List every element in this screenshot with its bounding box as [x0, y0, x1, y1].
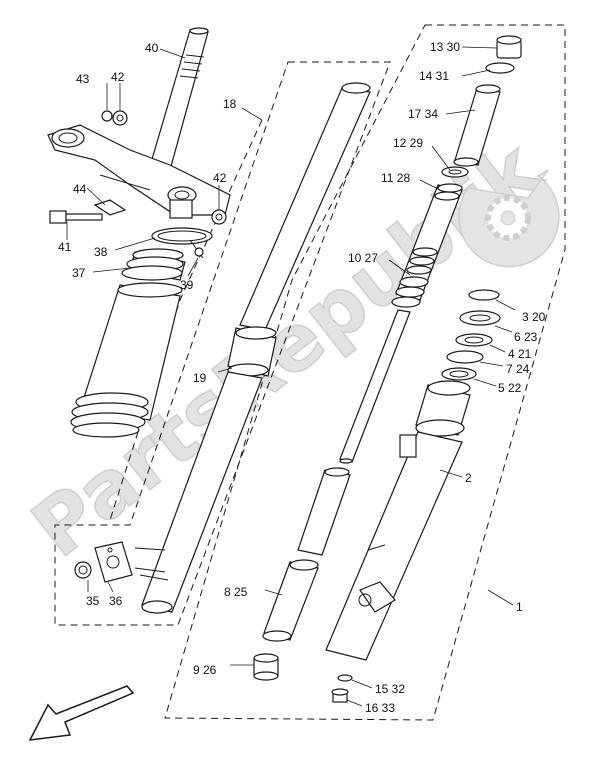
callout-9-26: 9 26 — [193, 663, 217, 677]
callout-11-28: 11 28 — [381, 171, 410, 185]
callout-17-34: 17 34 — [408, 107, 438, 121]
damper-rod — [339, 309, 411, 464]
callout-2: 2 — [465, 471, 472, 485]
callout-3-20: 3 20 — [522, 310, 546, 324]
callout-19: 19 — [193, 371, 207, 385]
outer-tube-group-outline — [164, 24, 566, 721]
callout-41: 41 — [58, 240, 72, 254]
inner-tube-group-outline — [54, 61, 391, 626]
circlip-3 — [468, 289, 500, 301]
washer-42a — [112, 110, 128, 126]
callout-16-33: 16 33 — [365, 701, 395, 715]
watermark-gear-icon — [458, 169, 560, 268]
callout-7-24: 7 24 — [506, 362, 530, 376]
callout-5-22: 5 22 — [498, 381, 522, 395]
bolt-16 — [331, 688, 349, 703]
outer-tube — [325, 380, 471, 661]
fork-boot — [70, 248, 186, 438]
spacer-17 — [453, 84, 501, 167]
axle-holder — [94, 541, 133, 583]
callout-37: 37 — [72, 266, 86, 280]
gasket-15 — [337, 674, 353, 682]
front-direction-arrow-icon — [28, 685, 135, 741]
callout-6-23: 6 23 — [514, 330, 538, 344]
callout-36: 36 — [109, 594, 123, 608]
washer-42b — [211, 209, 227, 225]
callout-14-31: 14 31 — [419, 69, 449, 83]
callout-4-21: 4 21 — [508, 347, 532, 361]
callout-labels: 40 43 42 18 13 30 14 31 17 34 12 29 11 2… — [58, 40, 546, 715]
callout-42: 42 — [213, 171, 227, 185]
callout-8-25: 8 25 — [224, 585, 248, 599]
bolt-41 — [49, 210, 103, 224]
o-ring-14 — [485, 62, 515, 74]
leader-lines — [66, 46, 516, 707]
callout-12-29: 12 29 — [393, 136, 423, 150]
callout-43: 43 — [76, 72, 90, 86]
callout-39: 39 — [180, 278, 194, 292]
callout-10-27: 10 27 — [348, 251, 378, 265]
callout-18: 18 — [223, 97, 237, 111]
fork-spring — [391, 183, 463, 308]
clip-44 — [93, 199, 127, 216]
washer-12 — [441, 166, 469, 178]
watermark: PartsRepublik — [16, 123, 560, 576]
slide-metal — [141, 326, 277, 614]
band-38 — [151, 227, 213, 245]
rod-piece — [297, 467, 351, 556]
steering-stem — [149, 27, 209, 171]
screw-39 — [189, 239, 204, 259]
nut-43 — [101, 110, 113, 122]
under-bracket — [47, 124, 231, 219]
studs — [134, 547, 169, 581]
callout-42: 42 — [111, 70, 125, 84]
bush-5 — [441, 367, 477, 381]
washer-4 — [455, 333, 493, 347]
callout-15-32: 15 32 — [375, 682, 405, 696]
callout-40: 40 — [145, 41, 159, 55]
callout-38: 38 — [94, 245, 108, 259]
taper-spindle-8 — [262, 559, 319, 642]
cap-bolt — [496, 35, 522, 59]
seal-9 — [253, 653, 279, 681]
washer-7 — [446, 350, 484, 364]
callout-13-30: 13 30 — [430, 40, 460, 54]
nut-35 — [74, 561, 92, 579]
callout-35: 35 — [86, 594, 100, 608]
oil-seal-6 — [459, 310, 501, 326]
callout-44: 44 — [73, 182, 87, 196]
callout-1: 1 — [516, 600, 523, 614]
steering-group-outline — [109, 119, 263, 521]
